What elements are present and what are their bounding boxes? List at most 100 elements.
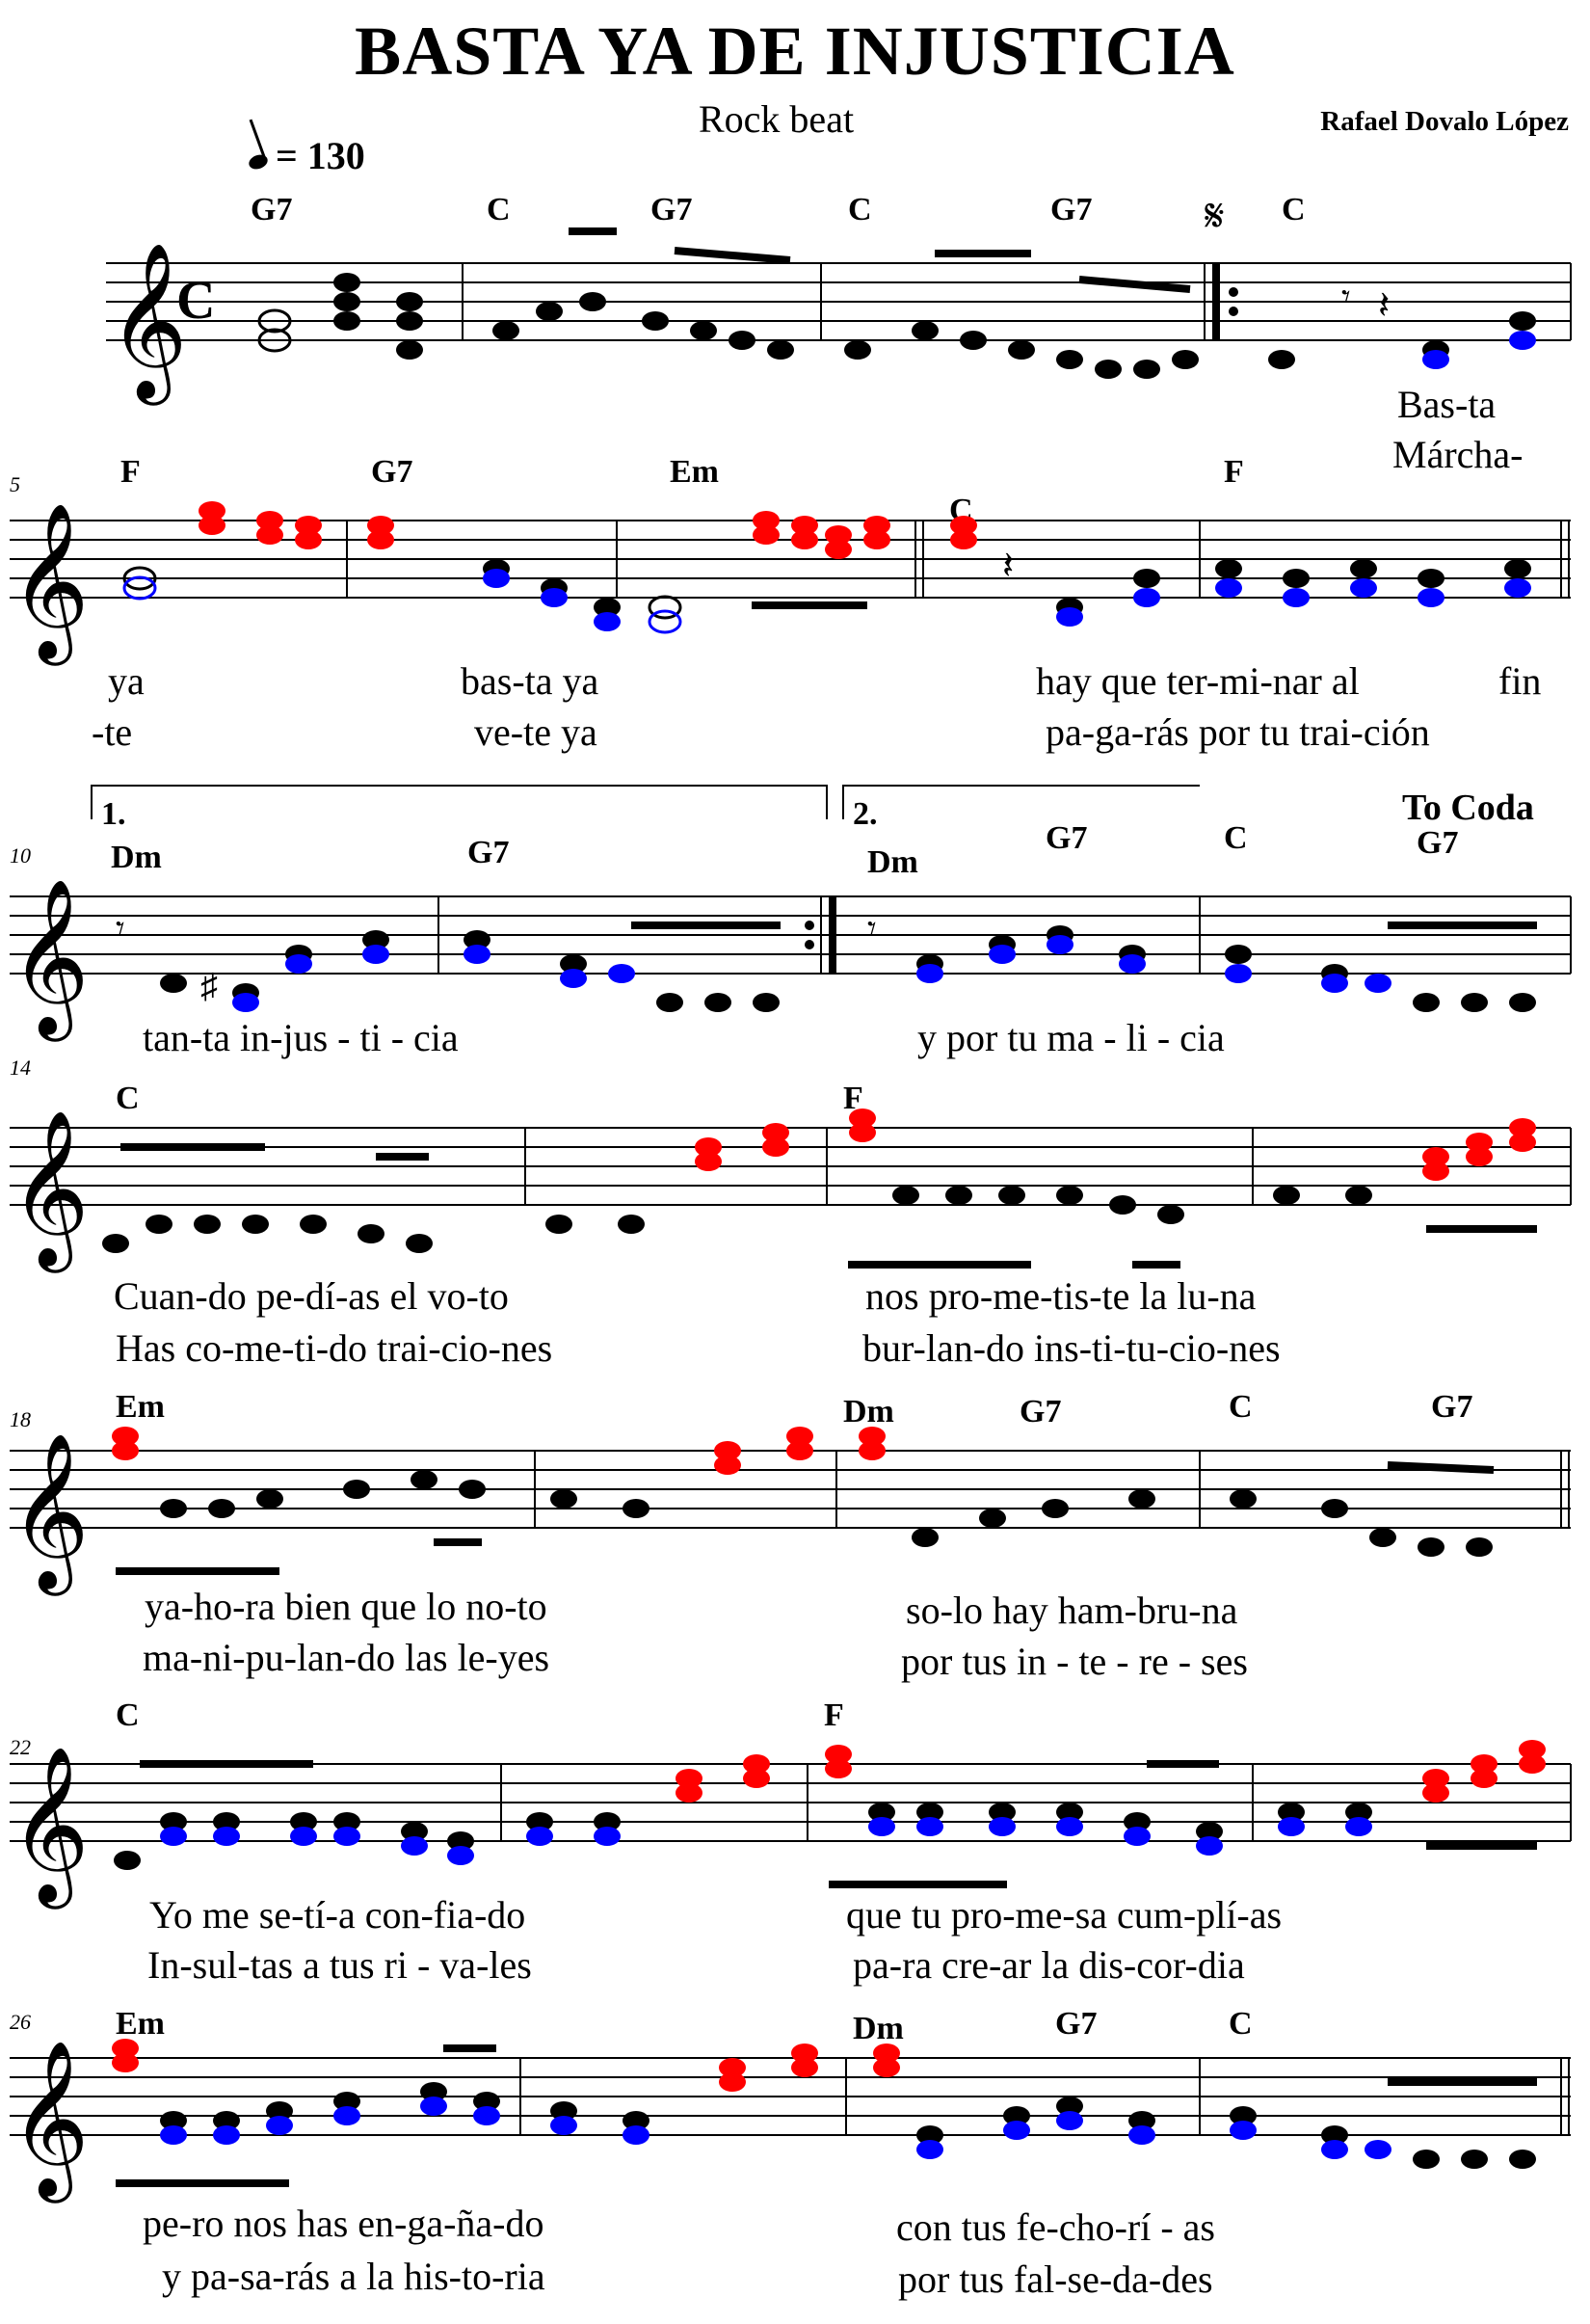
note-head [112, 2053, 139, 2072]
note-head [1321, 974, 1348, 993]
treble-clef-icon: 𝄞 [10, 1112, 90, 1273]
measure-number: 26 [10, 2010, 31, 2034]
note-head [960, 331, 987, 350]
note-head [1466, 1147, 1493, 1166]
note-head [863, 516, 890, 535]
system-6: 22 C F 𝄞 [10, 1697, 1572, 1987]
note-head [1042, 1499, 1069, 1518]
chord-symbol: G7 [1020, 1394, 1061, 1429]
note-head [358, 1224, 384, 1243]
note-head [1345, 1817, 1372, 1836]
composer-name: Rafael Dovalo López [1320, 106, 1569, 137]
lyric-word: -te [92, 710, 132, 754]
note-head [912, 1528, 939, 1547]
note-head [648, 595, 682, 620]
note-head [333, 1812, 360, 1831]
chord-symbol: C [1224, 820, 1248, 856]
note-head [695, 1152, 722, 1171]
note-head [767, 340, 794, 360]
staff [10, 520, 1571, 599]
note-head [1509, 1133, 1536, 1152]
note-head [256, 511, 283, 530]
chord-symbol: C [116, 1081, 140, 1116]
note-head [753, 993, 780, 1012]
note-head [420, 2082, 447, 2101]
note-head [333, 2092, 360, 2111]
note-head [1350, 578, 1377, 598]
chord-symbol: G7 [467, 835, 509, 870]
note-head [1124, 1812, 1151, 1831]
note-head [623, 1499, 649, 1518]
note-head [483, 569, 510, 588]
note-head [1461, 993, 1488, 1012]
chord-symbol: C [487, 192, 511, 227]
note-head [623, 2111, 649, 2130]
note-head [1345, 1186, 1372, 1205]
note-head [112, 2039, 139, 2058]
note-head [1321, 2140, 1348, 2159]
notes-group [112, 1427, 1495, 1575]
note-head [791, 516, 818, 535]
note-head [1003, 2106, 1030, 2125]
note-head [873, 2044, 900, 2063]
time-signature: C [176, 271, 215, 331]
note-head [695, 1137, 722, 1157]
chord-symbol: Em [116, 1389, 165, 1425]
treble-clef-icon: 𝄞 [10, 1749, 90, 1910]
chord-symbol: Em [670, 454, 719, 490]
note-head [160, 2111, 187, 2130]
note-head [1056, 607, 1083, 627]
note-head [594, 598, 621, 617]
note-head [295, 530, 322, 549]
note-head [719, 2058, 746, 2077]
note-head [1365, 974, 1391, 993]
note-head [1418, 569, 1444, 588]
note-head [945, 1186, 972, 1205]
system-2: 5 F G7 Em C F 𝄞 [10, 454, 1571, 754]
lyric-line: nos pro-me-tis-te la lu-na [865, 1274, 1257, 1318]
staff [10, 1127, 1571, 1206]
note-head [623, 2125, 649, 2145]
note-head [1504, 578, 1531, 598]
note-head [916, 2125, 943, 2145]
note-head [464, 945, 490, 964]
note-head [1047, 935, 1073, 954]
note-head [473, 2106, 500, 2125]
segno-sign: 𝄋 [1205, 191, 1225, 242]
note-head [1225, 945, 1252, 964]
note-head [1003, 2121, 1030, 2140]
note-head [1056, 2111, 1083, 2130]
chord-symbol: G7 [251, 192, 292, 227]
staff [106, 262, 1571, 341]
note-head [729, 331, 755, 350]
system-1: G7 C G7 C G7 𝄋 C 𝄞 C [106, 191, 1572, 476]
treble-clef-icon: 𝄞 [10, 881, 90, 1042]
note-head [1509, 993, 1536, 1012]
lyric-line: bur-lan-do ins-ti-tu-cio-nes [862, 1326, 1281, 1370]
note-head [676, 1769, 702, 1788]
note-head [916, 964, 943, 983]
note-head [825, 1745, 852, 1764]
note-head [1422, 1147, 1449, 1166]
note-head [594, 1827, 621, 1846]
lyric-line: por tus fal-se-da-des [898, 2257, 1213, 2301]
note-head [719, 2072, 746, 2092]
note-head [1133, 588, 1160, 607]
note-head [786, 1441, 813, 1460]
note-head [1413, 993, 1440, 1012]
system-7: 26 Em Dm G7 C 𝄞 [10, 2006, 1571, 2301]
note-head [1509, 331, 1536, 350]
note-head [863, 530, 890, 549]
note-head [1128, 2111, 1155, 2130]
note-head [160, 974, 187, 993]
note-head [1157, 1205, 1184, 1224]
note-head [916, 1817, 943, 1836]
lyric-line: que tu pro-me-sa cum-plí-as [846, 1893, 1282, 1937]
note-head [989, 1803, 1016, 1822]
note-head [594, 1812, 621, 1831]
lyric-line: Has co-me-ti-do trai-cio-nes [116, 1326, 552, 1370]
chord-symbol: F [843, 1081, 863, 1116]
lyric-line: pe-ro nos has en-ga-ña-do [143, 2202, 544, 2245]
note-head [1133, 360, 1160, 379]
